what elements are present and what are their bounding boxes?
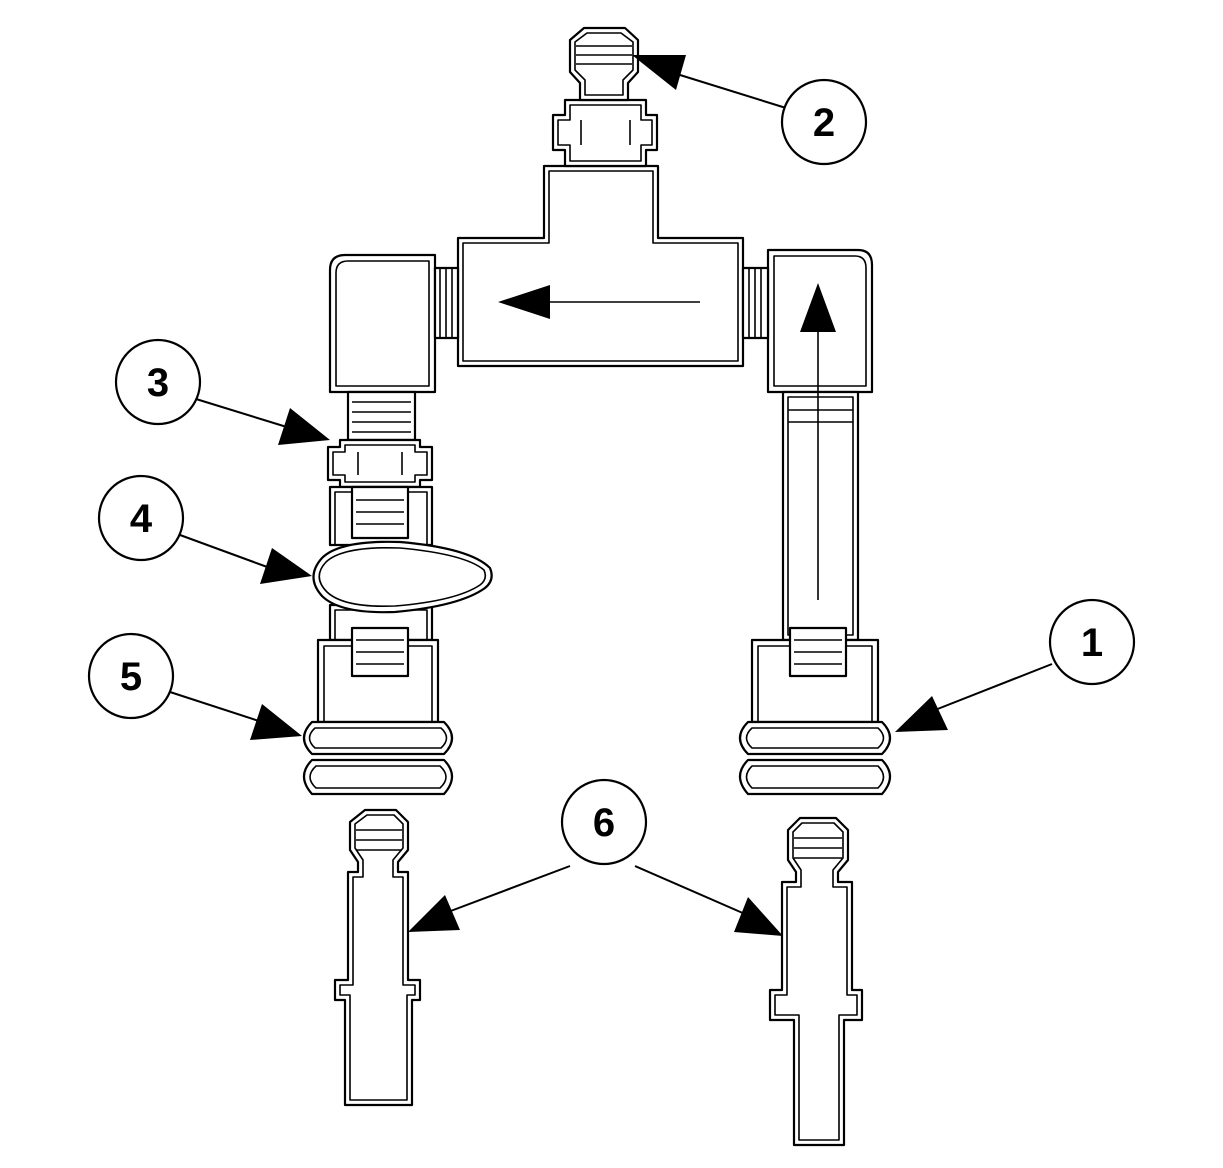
callout-5-label: 5 (120, 655, 142, 699)
right-line-flow-arrow (800, 283, 836, 600)
tee-flow-arrow (498, 285, 700, 319)
right-supply-line (781, 283, 860, 642)
shutoff-valve-handle (312, 540, 493, 614)
tee-fitting (456, 164, 745, 368)
callout-4: 4 (97, 474, 312, 584)
callout-4-label: 4 (130, 497, 153, 541)
callout-1-label: 1 (1081, 621, 1103, 665)
top-service-fitting (551, 26, 659, 168)
callout-2: 2 (632, 55, 868, 166)
hex-nut (326, 438, 434, 489)
callout-5: 5 (87, 632, 302, 740)
callout-1: 1 (895, 598, 1136, 732)
callout-3: 3 (114, 338, 330, 445)
callout-6-label: 6 (593, 801, 615, 845)
callout-2-label: 2 (813, 101, 835, 145)
left-elbow (328, 253, 460, 394)
right-loose-service-fitting (768, 816, 864, 1147)
callout-3-label: 3 (147, 361, 169, 405)
left-branch (312, 390, 493, 642)
right-quick-connect-coupler (738, 626, 892, 796)
callout-6: 6 (408, 778, 783, 936)
left-quick-connect-coupler (302, 626, 454, 796)
left-loose-service-fitting (333, 808, 422, 1107)
